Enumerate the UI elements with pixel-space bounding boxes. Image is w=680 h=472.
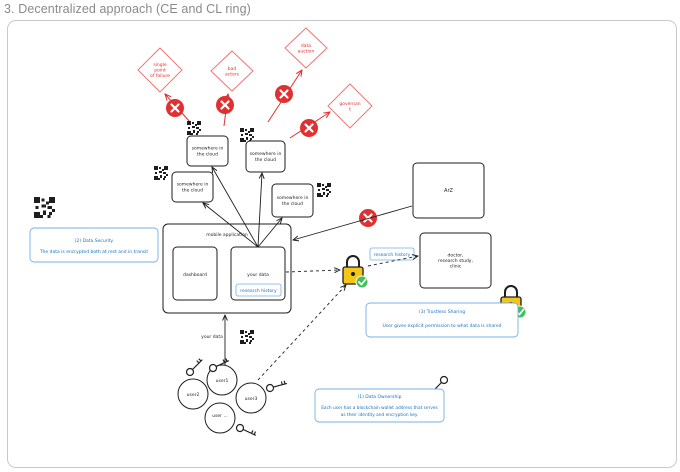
info-box-title: (3) Trustless Sharing [419,309,465,315]
mobile-app-label: mobile application [206,232,248,238]
blocked-x-icon [298,117,320,139]
diagram-heading: 3. Decentralized approach (CE and CL rin… [4,2,251,16]
user-node-n[interactable]: user ... [204,402,236,434]
svg-text:user3: user3 [245,396,258,402]
external-access-arrow [293,205,413,240]
qr-code-icon [240,330,254,344]
research-history-tag: research history [369,247,415,261]
info-box-title: (1) Data Ownership [358,394,402,400]
cloud-node-label-line: the cloud [182,188,203,194]
user-node-3[interactable]: user3 [235,382,267,414]
cloud-node-label-line: somewhere in [250,151,282,157]
qr-code-icon [317,183,331,197]
your-data-panel[interactable]: your data research history [230,246,286,301]
user-node-2[interactable]: user2 [177,378,209,410]
cloud-sync-arrows [203,167,282,248]
share-arrow [285,270,340,272]
qr-code-icon [187,121,201,135]
external-node-arz: ArZ [412,162,485,219]
research-history-button-label: research history [240,288,277,294]
risk-label-line: t [349,106,351,112]
researcher-node-label: doctor,research study,clinic [438,253,473,270]
risk-label-line: actors [225,71,240,77]
mobile-application: mobile application dashboard your data r… [162,223,292,314]
dashboard-panel[interactable]: dashboard [172,246,218,301]
info-box-title: (2) Data Security [75,238,114,244]
info-box-body: Each user has a blockchain wallet addres… [321,405,438,411]
risk-label-line: auction [298,48,315,54]
researcher-node-label-line: clinic [450,264,462,270]
blocked-x-icon [273,83,295,105]
risk-label-line: data [301,43,311,49]
risk-label-line: of failure [150,73,170,79]
qr-code-icon [34,197,55,218]
research-history-button[interactable]: research history [235,283,282,297]
info-box-body: as their identity and encryption key. [341,412,418,418]
risk-label-line: single [153,62,167,68]
key-icon [185,358,203,377]
info-box-trustless-sharing: (3) Trustless Sharing User gives explici… [365,302,519,338]
researcher-node: doctor,research study,clinic [419,232,492,289]
researcher-node-label-line: research study, [438,258,473,264]
cloud-node-label-line: the cloud [255,157,276,163]
svg-text:user ...: user ... [212,413,228,419]
qr-code-icon [154,166,168,180]
your-data-label: your data [247,272,269,278]
info-box-body: The data is encrypted both at rest and i… [39,249,149,255]
qr-code-icon [240,128,254,142]
user-node-1[interactable]: user1 [206,364,238,396]
info-box-data-ownership: (1) Data Ownership Each user has a block… [314,388,445,423]
cloud-node-label-line: the cloud [282,201,303,207]
dashboard-label: dashboard [183,272,207,278]
lock-icon [342,255,369,289]
key-icon [234,419,257,442]
svg-text:user2: user2 [187,392,200,398]
risk-label-line: bad [228,66,237,72]
external-node-label: ArZ [444,188,453,194]
cloud-node-label-line: somewhere in [177,182,209,188]
cloud-node-label-line: somewhere in [277,195,309,201]
blocked-x-icon [357,207,379,229]
risk-label-line: governan [339,101,360,107]
key-icon [264,374,288,398]
info-box-data-security: (2) Data Security The data is encrypted … [29,227,159,263]
info-box-body: User gives explicit permission to what d… [383,323,502,329]
blocked-x-icon [164,97,186,119]
cloud-node-label-line: somewhere in [192,146,224,152]
researcher-node-label-line: doctor, [448,253,464,259]
blocked-x-icon [214,94,236,116]
svg-text:user1: user1 [216,378,229,384]
risk-label-line: point [154,68,166,74]
user-data-arrow-label: your data [201,334,223,340]
share-arrow-continued [367,256,418,267]
cloud-node-label-line: the cloud [197,152,218,158]
svg-text:research history: research history [374,252,411,258]
